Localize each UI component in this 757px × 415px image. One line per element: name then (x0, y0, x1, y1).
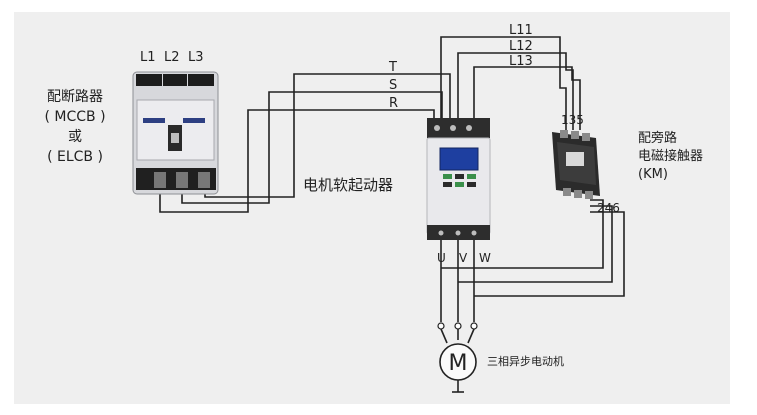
wire-bypass-2 (474, 211, 625, 297)
phase-label-L1: L1 (140, 50, 156, 65)
wires-motor (437, 240, 478, 344)
breaker-title-line2: ( MCCB ) (44, 109, 105, 125)
contactor-title-line1: 配旁路 (638, 130, 677, 146)
wire-label-L12: L12 (509, 39, 533, 54)
wire-label-R: R (389, 96, 398, 111)
motor-symbol: M (439, 343, 477, 393)
terminal-label-U: U (437, 251, 446, 265)
wire-R (159, 109, 435, 213)
wires-input (159, 73, 451, 213)
soft-starter-label: 电机软起动器 (303, 176, 393, 194)
wire-label-S: S (389, 78, 397, 93)
breaker-device (132, 71, 219, 195)
bypass-contactor-device (552, 130, 600, 199)
wire-label-L13: L13 (509, 54, 533, 69)
wire-L11 (440, 36, 567, 130)
terminal-label-V: V (459, 251, 468, 265)
wire-bypass-4 (458, 205, 613, 283)
breaker-title-line3: 或 (68, 129, 82, 145)
wire-S (181, 91, 443, 204)
phase-label-L3: L3 (188, 50, 204, 65)
wires-bypass-out (441, 199, 625, 297)
phase-label-L2: L2 (164, 50, 180, 65)
breaker-title-line1: 配断路器 (47, 89, 103, 105)
motor-label: 三相异步电动机 (487, 354, 564, 368)
wires-bypass-in (440, 36, 581, 130)
wire-L13 (473, 66, 581, 130)
soft-starter-device (426, 118, 491, 240)
contactor-bottom-terminals: 246 (597, 201, 620, 215)
motor-symbol-letter: M (449, 351, 468, 376)
contactor-title-line2: 电磁接触器 (638, 148, 703, 164)
wire-T (204, 73, 451, 198)
contactor-top-terminals: 135 (561, 113, 584, 127)
breaker-title-line4: ( ELCB ) (47, 149, 103, 165)
wire-label-L11: L11 (509, 23, 533, 38)
terminal-label-W: W (479, 251, 491, 265)
wire-label-T: T (388, 60, 397, 75)
wire-bypass-6 (441, 199, 604, 269)
contactor-title-line3: (KM) (638, 167, 668, 182)
